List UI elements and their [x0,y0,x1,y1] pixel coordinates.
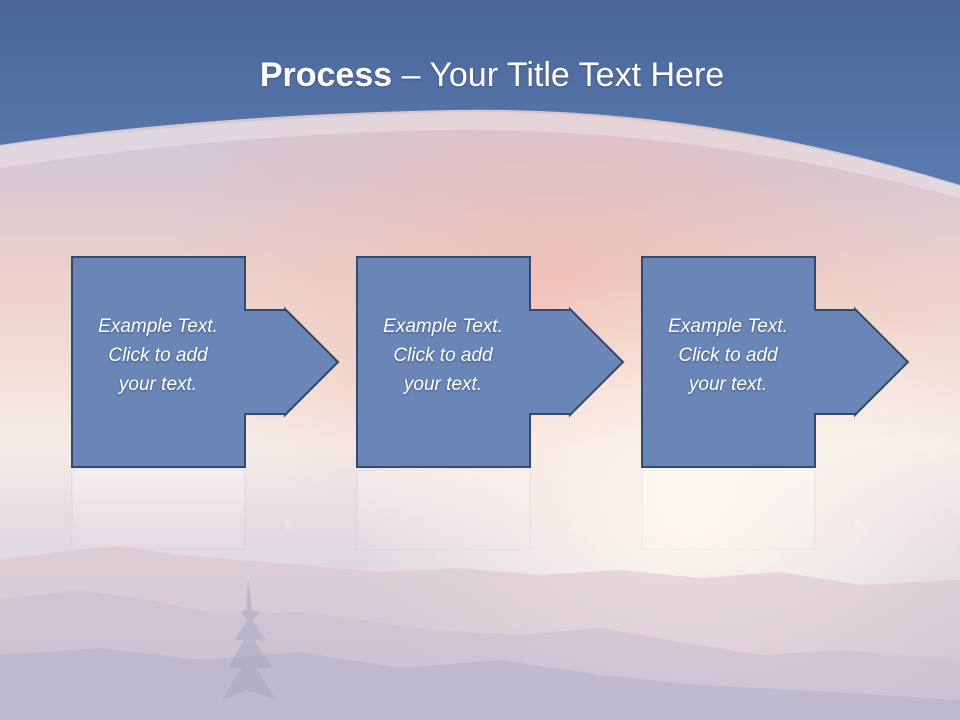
step-text-line3: your text. [688,374,768,395]
process-step-1[interactable]: Example Text. Click to add your text. [71,256,340,468]
step-text-line2: Click to add [108,345,208,366]
step-reflection-2 [356,470,624,550]
step-text-line2: Click to add [678,345,778,366]
step-text-line3: your text. [118,374,198,395]
title-bold-text: Process [259,56,393,94]
reflection-shape [641,470,871,550]
process-step-3[interactable]: Example Text. Click to add your text. [641,256,910,468]
title-rest-text: – Your Title Text Here [392,56,725,94]
reflection-shape [71,470,301,550]
step-reflection-1 [71,470,339,550]
reflection-shape [356,470,586,550]
tree-silhouette [222,578,276,700]
step-text: Example Text. Click to add your text. [356,312,530,399]
step-text-line3: your text. [403,374,483,395]
step-text: Example Text. Click to add your text. [641,312,815,399]
step-arrow-shape [71,256,340,468]
step-text-line1: Example Text. [383,316,503,337]
step-reflection-3 [641,470,909,550]
header-band [0,0,960,185]
step-text-line2: Click to add [393,345,493,366]
step-text: Example Text. Click to add your text. [71,312,245,399]
step-arrow-shape [356,256,625,468]
step-text-line1: Example Text. [668,316,788,337]
header-arc-highlight [0,111,960,198]
step-arrow-shape [641,256,910,468]
process-step-2[interactable]: Example Text. Click to add your text. [356,256,625,468]
slide-title[interactable]: Process – Your Title Text Here [0,50,960,100]
step-text-line1: Example Text. [98,316,218,337]
